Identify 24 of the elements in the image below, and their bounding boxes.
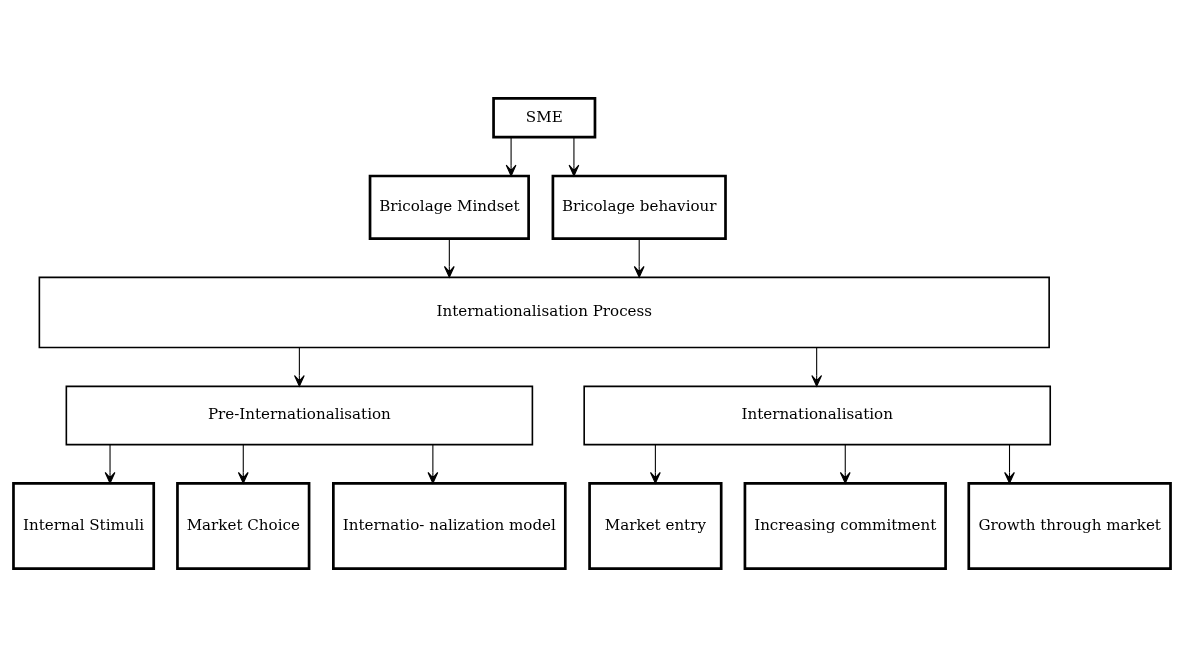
node-box: Internationalisation Process (38, 276, 1050, 348)
node-box: Market Choice (176, 481, 311, 570)
node-box: SME (492, 96, 597, 138)
arrow (104, 443, 116, 484)
node-box: Internatio- nalization model (332, 481, 567, 570)
node-box: Bricolage behaviour (551, 174, 727, 240)
node-box: Market entry (588, 481, 723, 570)
arrow (443, 237, 455, 278)
node-box: Internal Stimuli (12, 481, 156, 570)
arrow (633, 237, 645, 278)
arrow (811, 346, 823, 387)
arrow (505, 136, 517, 176)
arrow (650, 443, 661, 484)
arrow (293, 346, 305, 387)
node-box: Increasing commitment (743, 481, 947, 570)
arrow (839, 443, 851, 484)
arrow (1004, 443, 1015, 484)
arrow (237, 443, 249, 484)
arrow (427, 443, 439, 484)
node-box: Pre-Internationalisation (65, 385, 534, 445)
arrow (568, 136, 580, 176)
node-box: Bricolage Mindset (368, 174, 530, 240)
node-box: Internationalisation (583, 385, 1052, 445)
node-box: Growth through market (967, 481, 1172, 570)
